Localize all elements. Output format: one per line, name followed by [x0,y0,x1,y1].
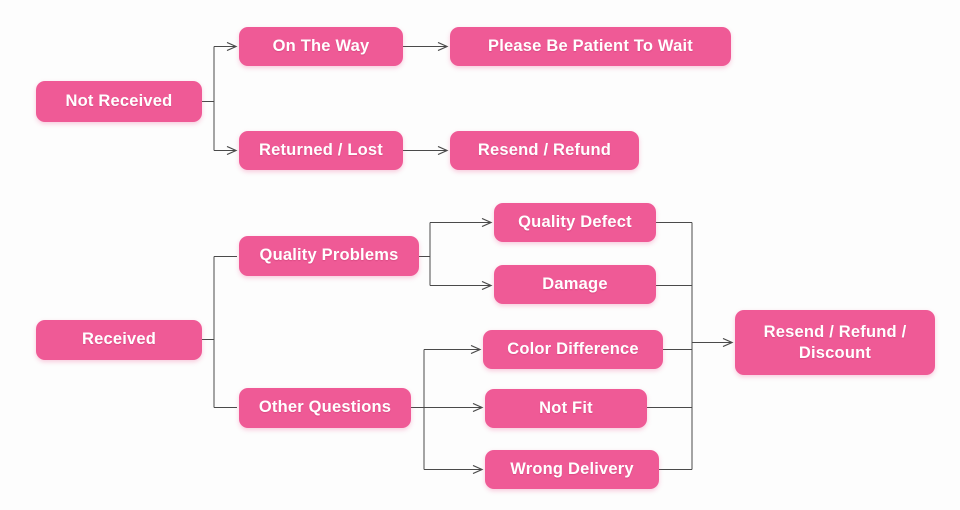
node-not-received[interactable]: Not Received [36,81,202,122]
node-quality-problems[interactable]: Quality Problems [239,236,419,276]
node-damage[interactable]: Damage [494,265,656,304]
node-resend-refund-discount[interactable]: Resend / Refund / Discount [735,310,935,375]
node-returned-lost[interactable]: Returned / Lost [239,131,403,170]
node-color-difference[interactable]: Color Difference [483,330,663,369]
node-quality-defect[interactable]: Quality Defect [494,203,656,242]
node-received[interactable]: Received [36,320,202,360]
node-please-be-patient-to-wait[interactable]: Please Be Patient To Wait [450,27,731,66]
node-on-the-way[interactable]: On The Way [239,27,403,66]
node-not-fit[interactable]: Not Fit [485,389,647,428]
node-resend-refund[interactable]: Resend / Refund [450,131,639,170]
node-wrong-delivery[interactable]: Wrong Delivery [485,450,659,489]
node-other-questions[interactable]: Other Questions [239,388,411,428]
